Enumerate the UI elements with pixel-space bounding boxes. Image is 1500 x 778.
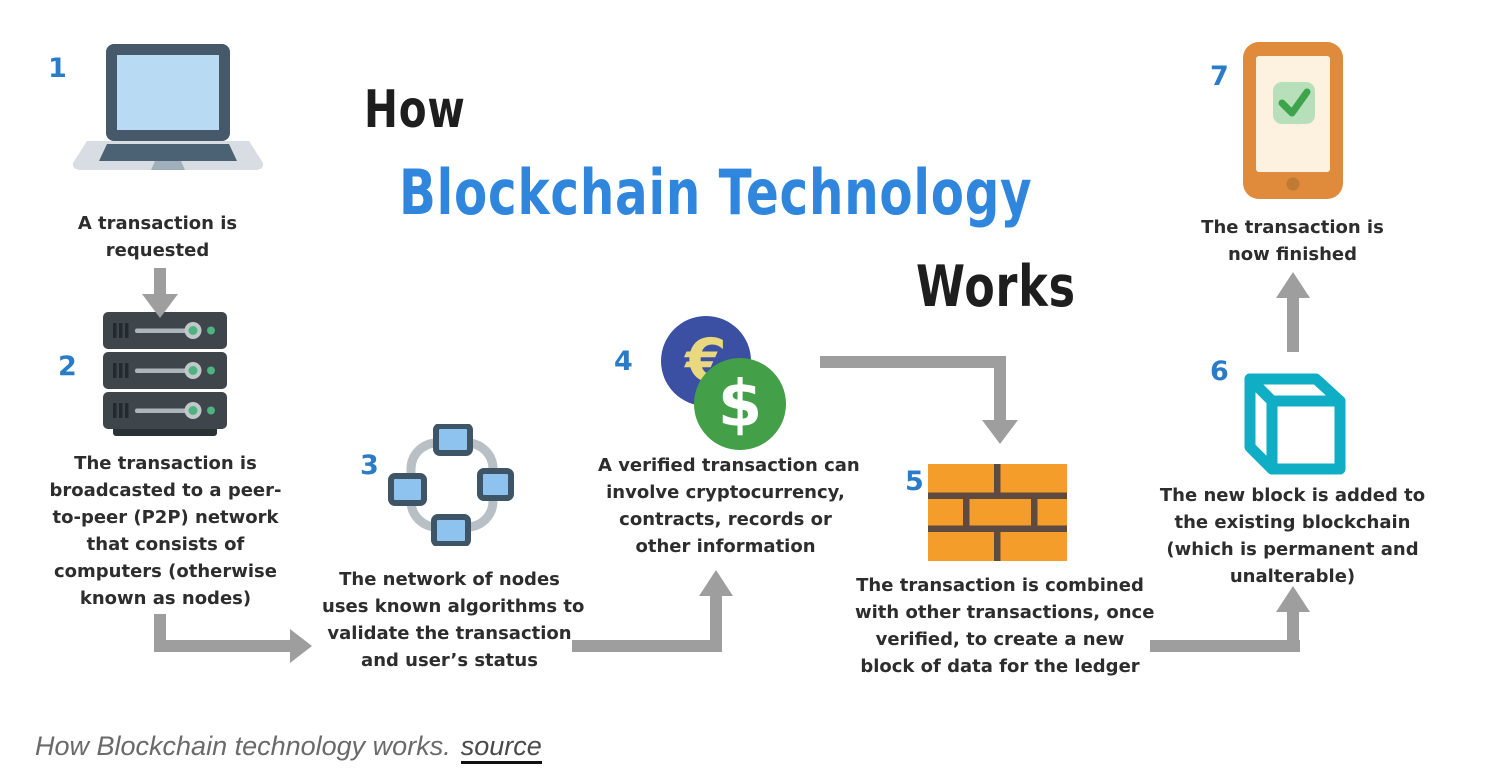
- tablet-check-icon: [1243, 42, 1343, 199]
- step-6-label: The new block is added to the existing b…: [1159, 485, 1426, 587]
- title-blockchain-technology: Blockchain Technology: [399, 156, 1033, 229]
- source-link[interactable]: source: [460, 731, 542, 764]
- caption: How Blockchain technology works. source: [35, 731, 542, 764]
- step-6-number: 6: [1210, 356, 1229, 387]
- step-3-label: The network of nodes uses known algorith…: [322, 569, 585, 671]
- cube-block-icon: [1244, 373, 1346, 475]
- caption-text: How Blockchain technology works.: [35, 731, 451, 761]
- currency-coins-icon: € $: [661, 316, 786, 450]
- step-3-number: 3: [360, 450, 379, 481]
- checkmark-icon: [1278, 88, 1311, 117]
- server-stack-icon: [103, 312, 227, 436]
- step-5-label: The transaction is combined with other t…: [855, 575, 1155, 677]
- step-1-number: 1: [48, 53, 67, 84]
- step-4-number: 4: [614, 346, 633, 377]
- dollar-symbol: $: [718, 368, 763, 442]
- step-2-number: 2: [58, 351, 77, 382]
- title-how: How: [364, 80, 466, 140]
- title-works: Works: [916, 254, 1076, 320]
- step-7-label: The transaction is now finished: [1201, 217, 1384, 265]
- network-nodes-icon: [388, 424, 514, 546]
- brick-wall-icon: [928, 464, 1067, 561]
- step-2-label: The transaction is broadcasted to a peer…: [49, 453, 282, 609]
- laptop-icon: [72, 44, 264, 170]
- step-1-label: A transaction is requested: [77, 213, 238, 261]
- step-7-number: 7: [1210, 61, 1229, 92]
- step-4-label: A verified transaction can involve crypt…: [598, 455, 860, 557]
- step-5-number: 5: [905, 466, 924, 497]
